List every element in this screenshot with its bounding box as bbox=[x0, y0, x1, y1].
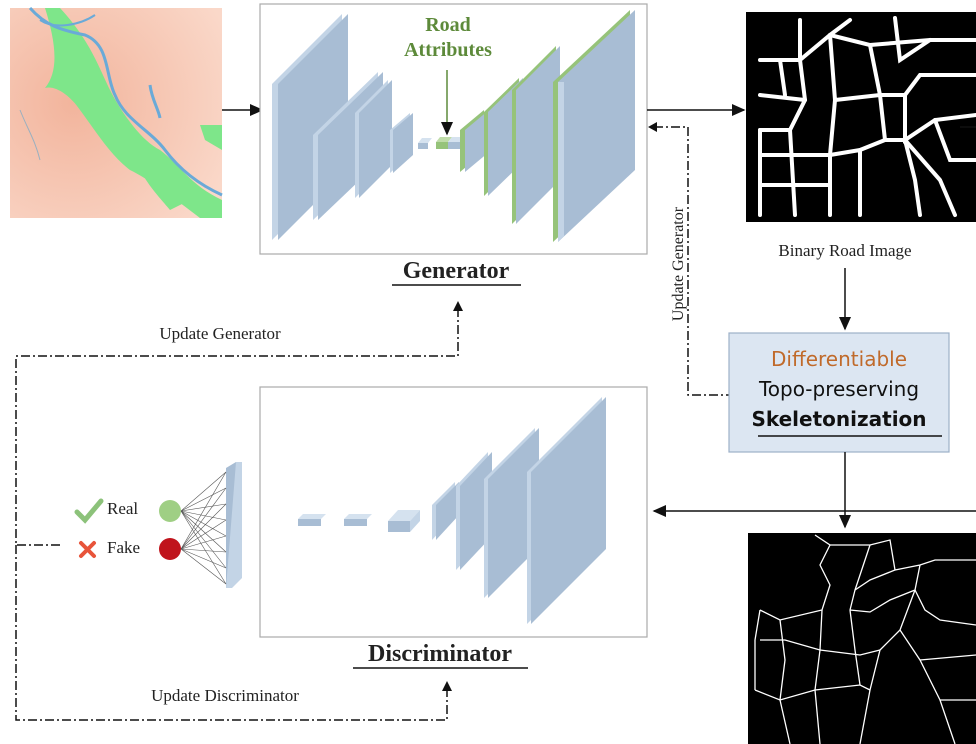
skeletonization-line3: Skeletonization bbox=[751, 407, 927, 431]
update-generator-left-label: Update Generator bbox=[159, 324, 281, 343]
connection-line bbox=[180, 510, 227, 585]
skeletonization-box bbox=[728, 332, 950, 453]
discriminator-layers bbox=[298, 397, 606, 624]
connection-line bbox=[180, 548, 227, 553]
update-generator-left-path bbox=[15, 308, 459, 546]
connection-line bbox=[180, 510, 227, 569]
connection-line bbox=[180, 503, 227, 512]
connection-line bbox=[180, 510, 227, 537]
real-label: Real bbox=[107, 499, 139, 518]
connection-line bbox=[180, 487, 227, 550]
road-attributes-label-line1: Road bbox=[425, 14, 471, 36]
connection-line bbox=[180, 471, 227, 550]
fake-label: Fake bbox=[107, 538, 141, 557]
connection-line bbox=[180, 519, 227, 550]
cross-icon bbox=[79, 541, 96, 558]
road-attributes-label-line2: Attributes bbox=[404, 39, 492, 61]
input-map-image bbox=[10, 7, 223, 218]
connection-line bbox=[180, 471, 227, 512]
skeletonization-line2: Topo-preserving bbox=[758, 377, 920, 401]
connection-line bbox=[180, 510, 227, 521]
generator-title: Generator bbox=[402, 258, 510, 284]
check-icon bbox=[74, 498, 104, 524]
update-discriminator-label: Update Discriminator bbox=[151, 686, 299, 705]
connection-line bbox=[180, 548, 227, 569]
discriminator-output-layer bbox=[226, 462, 242, 588]
update-generator-vertical-path bbox=[653, 126, 735, 396]
discriminator-title: Discriminator bbox=[368, 641, 512, 667]
fake-output-node bbox=[159, 538, 181, 560]
binary-road-image bbox=[746, 12, 976, 222]
binary-road-image-caption: Binary Road Image bbox=[778, 241, 912, 260]
update-generator-vertical-arrowhead bbox=[648, 122, 657, 132]
real-output-node bbox=[159, 500, 181, 522]
connection-line bbox=[180, 548, 227, 585]
output-connections bbox=[180, 471, 227, 585]
update-generator-vertical-label: Update Generator bbox=[670, 206, 687, 322]
skeleton-road-image bbox=[748, 533, 976, 744]
connection-line bbox=[180, 503, 227, 550]
connection-line bbox=[180, 487, 227, 512]
connection-line bbox=[180, 535, 227, 550]
update-discriminator-arrowhead bbox=[442, 681, 452, 691]
generator-layers bbox=[272, 10, 635, 242]
connection-line bbox=[180, 510, 227, 553]
update-generator-left-arrowhead bbox=[453, 301, 463, 311]
skeletonization-line1: Differentiable bbox=[770, 347, 907, 371]
update-discriminator-path bbox=[15, 545, 448, 721]
